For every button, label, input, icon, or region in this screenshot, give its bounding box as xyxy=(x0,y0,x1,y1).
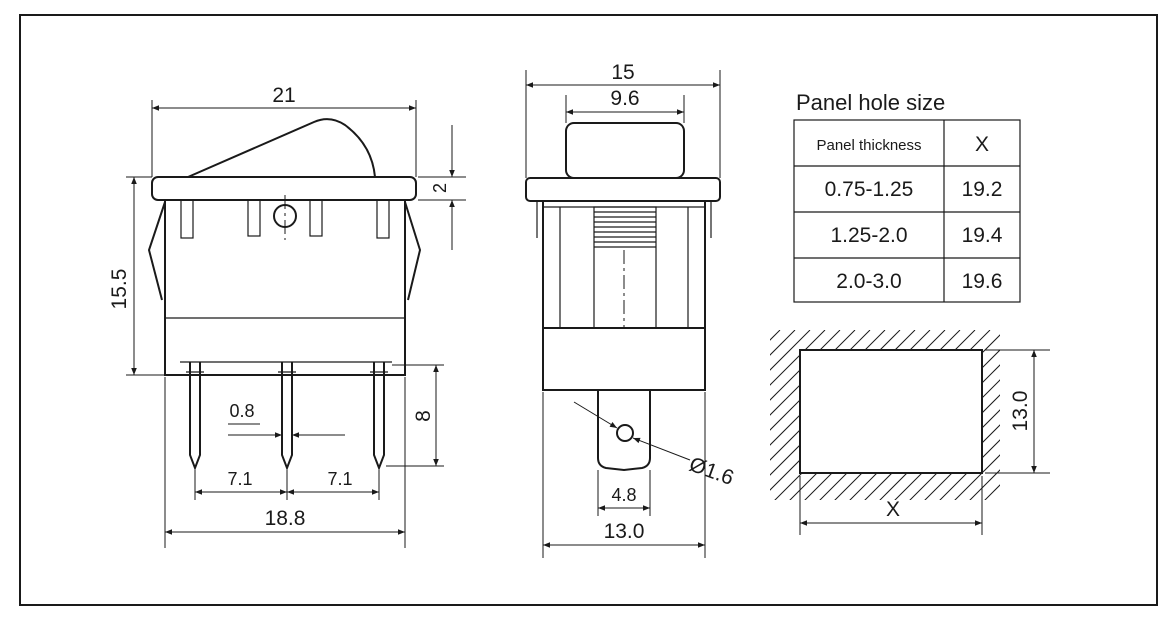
dim-front-inner: 9.6 xyxy=(610,87,639,110)
table-row-3-x: 19.6 xyxy=(962,270,1003,293)
dim-pitch-left: 7.1 xyxy=(227,469,252,489)
dim-rocker-height: 2 xyxy=(430,183,450,193)
bezel xyxy=(151,176,417,201)
cutout-rect xyxy=(799,349,983,474)
header-panel-thickness: Panel thickness xyxy=(816,137,921,154)
dim-pin-width: 0.8 xyxy=(229,401,254,421)
panel-hole-table: Panel hole size Panel thickness X 0.75-1… xyxy=(793,90,1021,303)
dim-hole-height: 13.0 xyxy=(1009,391,1032,432)
dim-side-width: 21 xyxy=(272,84,295,107)
drawing-frame xyxy=(19,14,1158,606)
table-title: Panel hole size xyxy=(796,90,945,115)
dim-pin-length: 8 xyxy=(412,410,435,422)
rocker-top xyxy=(187,118,376,178)
spring-coil xyxy=(594,211,656,248)
left-clip xyxy=(147,201,166,301)
dim-hole-width: X xyxy=(886,498,900,521)
dim-front-outer: 15 xyxy=(611,61,634,84)
table-row-1-thickness: 0.75-1.25 xyxy=(825,178,914,201)
header-x: X xyxy=(975,133,989,156)
front-body xyxy=(542,201,706,391)
pins xyxy=(189,362,385,471)
front-rocker xyxy=(565,122,685,179)
dim-side-height: 15.5 xyxy=(108,269,131,310)
dim-front-base: 13.0 xyxy=(604,520,645,543)
dim-terminal-width: 4.8 xyxy=(611,485,636,505)
table-row-1-x: 19.2 xyxy=(962,178,1003,201)
front-bezel xyxy=(525,177,721,202)
terminal-hole xyxy=(616,424,634,442)
side-view: 21 2 15.5 8 0.8 7.1 7.1 18.8 xyxy=(108,84,466,548)
panel-cutout: 13.0 X xyxy=(770,330,1050,535)
dim-hole-diameter: Ø1.6 xyxy=(686,453,737,490)
table-row-2-thickness: 1.25-2.0 xyxy=(830,224,907,247)
dim-pitch-right: 7.1 xyxy=(327,469,352,489)
table-row-2-x: 19.4 xyxy=(962,224,1003,247)
right-clip xyxy=(404,201,422,301)
front-view: Ø1.6 15 9.6 4.8 13.0 xyxy=(525,61,737,558)
front-terminal xyxy=(597,390,651,472)
switch-body xyxy=(164,200,406,376)
table-row-3-thickness: 2.0-3.0 xyxy=(836,270,901,293)
dim-side-total: 18.8 xyxy=(265,507,306,530)
